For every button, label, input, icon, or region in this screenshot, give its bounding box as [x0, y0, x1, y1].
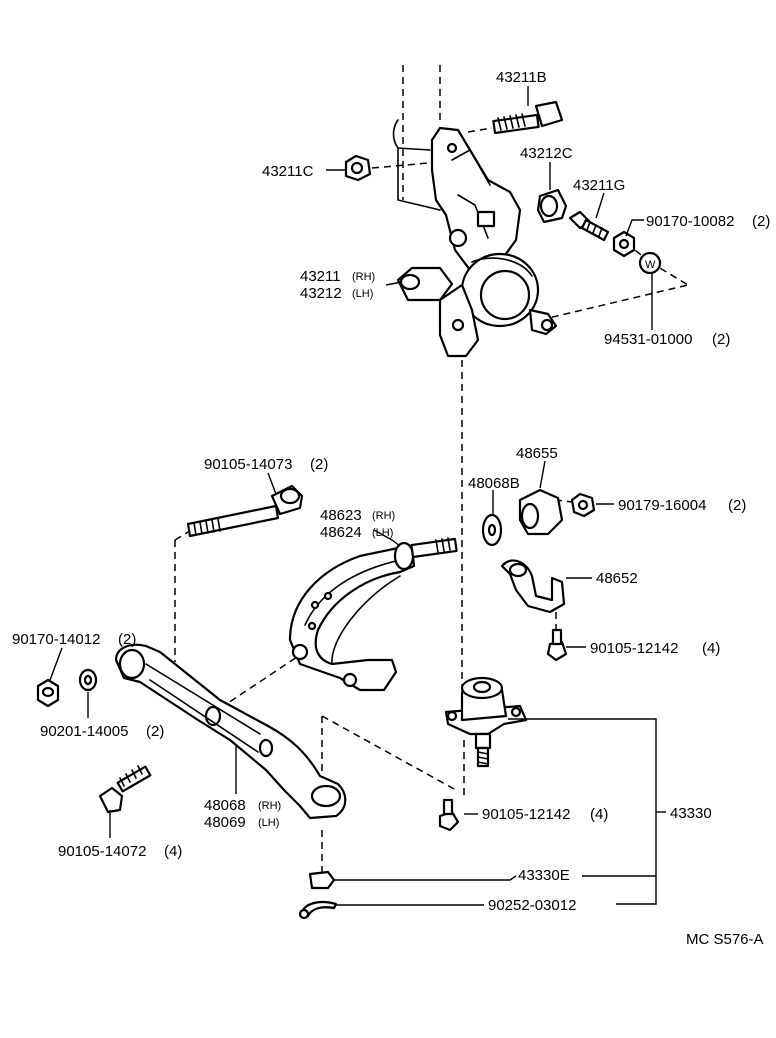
label-43211G: 43211G [573, 177, 625, 194]
qty-90105-14073: (2) [310, 456, 328, 473]
part-labels: 43211B 43211C 43212C 43211G 90170-10082 … [12, 69, 770, 948]
label-43330E: 43330E [518, 867, 570, 884]
label-90105-12142-b: 90105-12142 [482, 806, 570, 823]
bolt-90105-12142-a [546, 628, 568, 662]
label-48069: 48069 [204, 814, 246, 831]
label-90179-16004: 90179-16004 [618, 497, 706, 514]
bolt-90105-14073 [186, 484, 304, 538]
qty-90105-12142-a: (4) [702, 640, 720, 657]
label-48068: 48068 [204, 797, 246, 814]
label-90201-14005: 90201-14005 [40, 723, 128, 740]
bolt-43211B [492, 100, 564, 135]
qty-90170-14012: (2) [118, 631, 136, 648]
qty-90170-10082: (2) [752, 213, 770, 230]
label-43212C: 43212C [520, 145, 573, 162]
label-48652: 48652 [596, 570, 638, 587]
label-90105-12142-a: 90105-12142 [590, 640, 678, 657]
label-43211B: 43211B [496, 69, 547, 86]
label-48623-rh: (RH) [372, 510, 395, 522]
qty-90179-16004: (2) [728, 497, 746, 514]
lower-arm-48068 [114, 643, 347, 820]
label-48068-rh: (RH) [258, 800, 281, 812]
label-90105-14072: 90105-14072 [58, 843, 146, 860]
label-43211C: 43211C [262, 163, 314, 180]
nut-43330E [308, 870, 336, 890]
qty-90105-14072: (4) [164, 843, 182, 860]
leader-lines [49, 86, 666, 906]
qty-94531-01000: (2) [712, 331, 730, 348]
bracket-48652 [500, 559, 566, 614]
bolt-90105-14072 [98, 765, 152, 814]
washer-mark-text: W [645, 259, 656, 271]
label-48623: 48623 [320, 507, 362, 524]
label-48655: 48655 [516, 445, 558, 462]
cotter-pin-90252-03012 [298, 901, 338, 920]
label-43212-lh: (LH) [352, 288, 373, 300]
label-90170-10082: 90170-10082 [646, 213, 734, 230]
washer-94531-01000: W [638, 251, 662, 275]
washer-48068B [481, 513, 503, 547]
nut-90170-14012 [36, 678, 60, 708]
diagram-code: MC S576-A [686, 931, 764, 948]
label-43212: 43212 [300, 285, 342, 302]
label-90252-03012: 90252-03012 [488, 897, 576, 914]
label-48069-lh: (LH) [258, 817, 279, 829]
bolt-90105-12142-b [438, 798, 460, 832]
label-90105-14073: 90105-14073 [204, 456, 292, 473]
qty-90201-14005: (2) [146, 723, 164, 740]
nut-90179-16004 [570, 492, 596, 518]
label-48624: 48624 [320, 524, 362, 541]
bushing-43212C [536, 188, 568, 224]
nut-43211C [344, 154, 372, 182]
label-94531-01000: 94531-01000 [604, 331, 692, 348]
label-48068B: 48068B [468, 475, 520, 492]
label-43330: 43330 [670, 805, 712, 822]
bushing-48655 [518, 488, 564, 536]
lower-arm-rear-48623 [288, 537, 458, 692]
nut-90170-10082 [612, 230, 636, 258]
washer-90201-14005 [78, 668, 98, 692]
bolt-43211G [568, 210, 610, 242]
label-90170-14012: 90170-14012 [12, 631, 100, 648]
ball-joint-43330 [444, 676, 528, 768]
label-48624-lh: (LH) [372, 527, 393, 539]
label-43211-rh: (RH) [352, 271, 375, 283]
steering-knuckle [392, 119, 558, 358]
qty-90105-12142-b: (4) [590, 806, 608, 823]
label-43211: 43211 [300, 268, 341, 285]
